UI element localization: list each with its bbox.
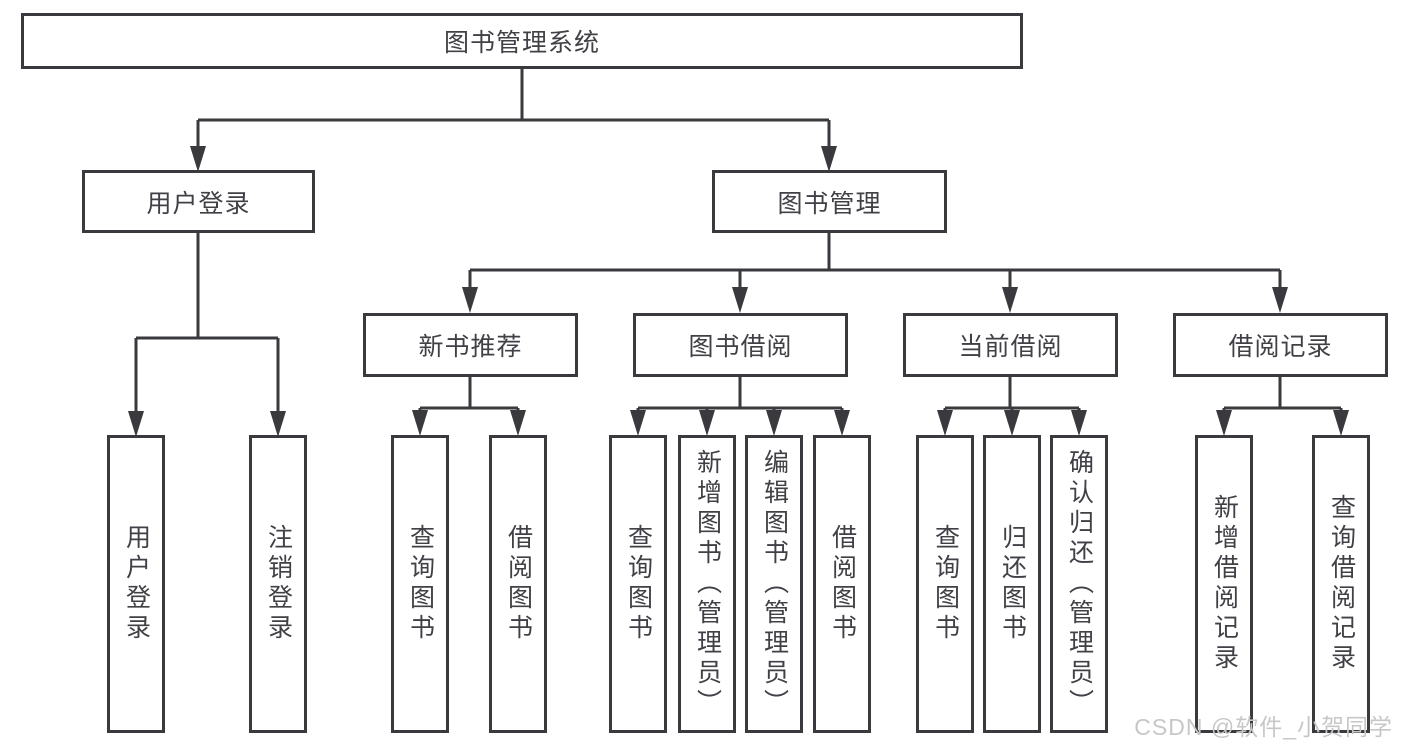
node-leaf-query-books-borrowing: 查询图书 — [609, 435, 667, 733]
node-user-login: 用户登录 — [82, 170, 315, 233]
node-label: 归还图书 — [998, 524, 1027, 644]
csdn-watermark: CSDN @软件_小贺同学 — [1134, 714, 1393, 740]
node-new-book-recommend: 新书推荐 — [363, 313, 578, 377]
node-label: 注销登录 — [264, 524, 293, 644]
node-label: 当前借阅 — [958, 333, 1063, 361]
connector-current-borrowing-to-leaves — [937, 377, 1087, 436]
node-label: 新增图书（管理员） — [693, 449, 722, 719]
node-label: 图书借阅 — [688, 333, 793, 361]
node-borrowing-records: 借阅记录 — [1173, 313, 1388, 377]
node-library-management-system: 图书管理系统 — [21, 13, 1023, 69]
node-leaf-query-books-current: 查询图书 — [916, 435, 974, 733]
node-label: 确认归还（管理员） — [1065, 449, 1094, 719]
node-leaf-logout: 注销登录 — [249, 435, 307, 733]
node-book-borrowing: 图书借阅 — [633, 313, 848, 377]
node-label: 借阅图书 — [504, 524, 533, 644]
node-leaf-confirm-return-admin: 确认归还（管理员） — [1050, 435, 1108, 733]
connector-borrowing-records-to-leaves — [1216, 377, 1349, 436]
node-leaf-return-books: 归还图书 — [983, 435, 1041, 733]
node-leaf-query-borrow-record: 查询借阅记录 — [1312, 435, 1370, 733]
connector-user-login-to-leaves — [128, 233, 286, 437]
node-label: 用户登录 — [122, 524, 151, 644]
node-label: 图书管理系统 — [443, 29, 600, 57]
connector-book-borrowing-to-leaves — [630, 377, 850, 436]
node-label: 借阅记录 — [1228, 333, 1333, 361]
node-label: 新增借阅记录 — [1210, 494, 1239, 674]
node-leaf-edit-books-admin: 编辑图书（管理员） — [745, 435, 803, 733]
node-leaf-add-borrow-record: 新增借阅记录 — [1195, 435, 1253, 733]
node-leaf-query-books-recommend: 查询图书 — [391, 435, 449, 733]
connector-root-to-level2 — [190, 69, 837, 172]
node-label: 图书管理 — [777, 189, 882, 218]
node-leaf-borrow-books: 借阅图书 — [813, 435, 871, 733]
node-leaf-add-books-admin: 新增图书（管理员） — [678, 435, 736, 733]
node-label: 借阅图书 — [828, 524, 857, 644]
node-label: 查询图书 — [624, 524, 653, 644]
node-label: 查询图书 — [406, 524, 435, 644]
node-book-management: 图书管理 — [712, 170, 947, 233]
connector-new-book-recommend-to-leaves — [412, 377, 526, 436]
connector-book-management-to-level3 — [462, 233, 1288, 313]
node-label: 用户登录 — [146, 189, 251, 218]
node-current-borrowing: 当前借阅 — [903, 313, 1118, 377]
node-label: 编辑图书（管理员） — [760, 449, 789, 719]
node-leaf-borrow-books-recommend: 借阅图书 — [489, 435, 547, 733]
node-label: 查询图书 — [931, 524, 960, 644]
node-label: 查询借阅记录 — [1327, 494, 1356, 674]
node-leaf-user-login: 用户登录 — [107, 435, 165, 733]
node-label: 新书推荐 — [418, 333, 523, 361]
